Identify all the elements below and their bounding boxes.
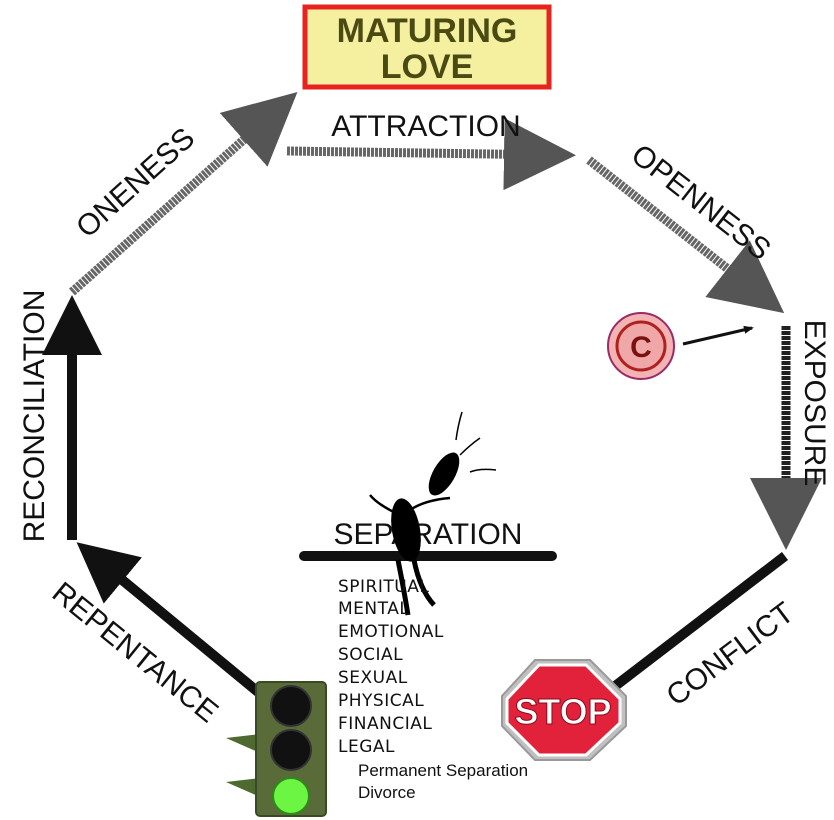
green-light xyxy=(272,777,310,815)
separation-type: PHYSICAL xyxy=(338,691,424,711)
title-line-2: LOVE xyxy=(381,48,474,86)
label-separation: SEPARATION xyxy=(334,518,523,551)
maturing-love-title: MATURING LOVE xyxy=(302,4,552,90)
label-repentance: REPENTANCE xyxy=(46,576,224,729)
label-oneness: ONENESS xyxy=(70,122,201,245)
separation-block: SEPARATION xyxy=(299,411,557,616)
separation-type: FINANCIAL xyxy=(338,714,432,734)
attraction-arrow xyxy=(286,118,576,191)
cycle-arrows xyxy=(42,92,822,696)
yellow-light xyxy=(270,729,312,771)
label-reconciliation: RECONCILIATION xyxy=(18,290,51,543)
separation-extreme: Divorce xyxy=(358,783,416,802)
traffic-light-icon xyxy=(226,681,327,817)
red-light xyxy=(270,685,312,727)
falling-figure-icon xyxy=(369,411,497,616)
separation-extreme: Permanent Separation xyxy=(358,761,528,780)
separation-type: SOCIAL xyxy=(338,645,403,665)
openness-arrow xyxy=(586,156,785,314)
oneness-arrow xyxy=(69,92,298,296)
separation-type: LEGAL xyxy=(338,737,395,757)
c-marker-icon: C xyxy=(607,312,754,380)
stop-sign-icon: STOP xyxy=(501,659,627,761)
c-marker-text: C xyxy=(630,331,652,364)
c-marker-pointer xyxy=(682,325,754,346)
separation-type: MENTAL xyxy=(338,599,409,619)
conflict-line xyxy=(606,552,789,694)
separation-type: SEXUAL xyxy=(338,668,408,688)
repentance-arrow xyxy=(76,542,262,696)
label-exposure: EXPOSURE xyxy=(798,320,831,487)
stop-sign-text: STOP xyxy=(514,691,611,732)
label-attraction: ATTRACTION xyxy=(331,110,520,143)
label-conflict: CONFLICT xyxy=(660,596,800,713)
separation-type: SPIRITUAL xyxy=(338,577,429,597)
title-line-1: MATURING xyxy=(337,12,518,50)
separation-type: EMOTIONAL xyxy=(338,622,444,642)
separation-types-list: SPIRITUAL MENTAL EMOTIONAL SOCIAL SEXUAL… xyxy=(338,577,528,802)
title-box xyxy=(302,4,552,90)
